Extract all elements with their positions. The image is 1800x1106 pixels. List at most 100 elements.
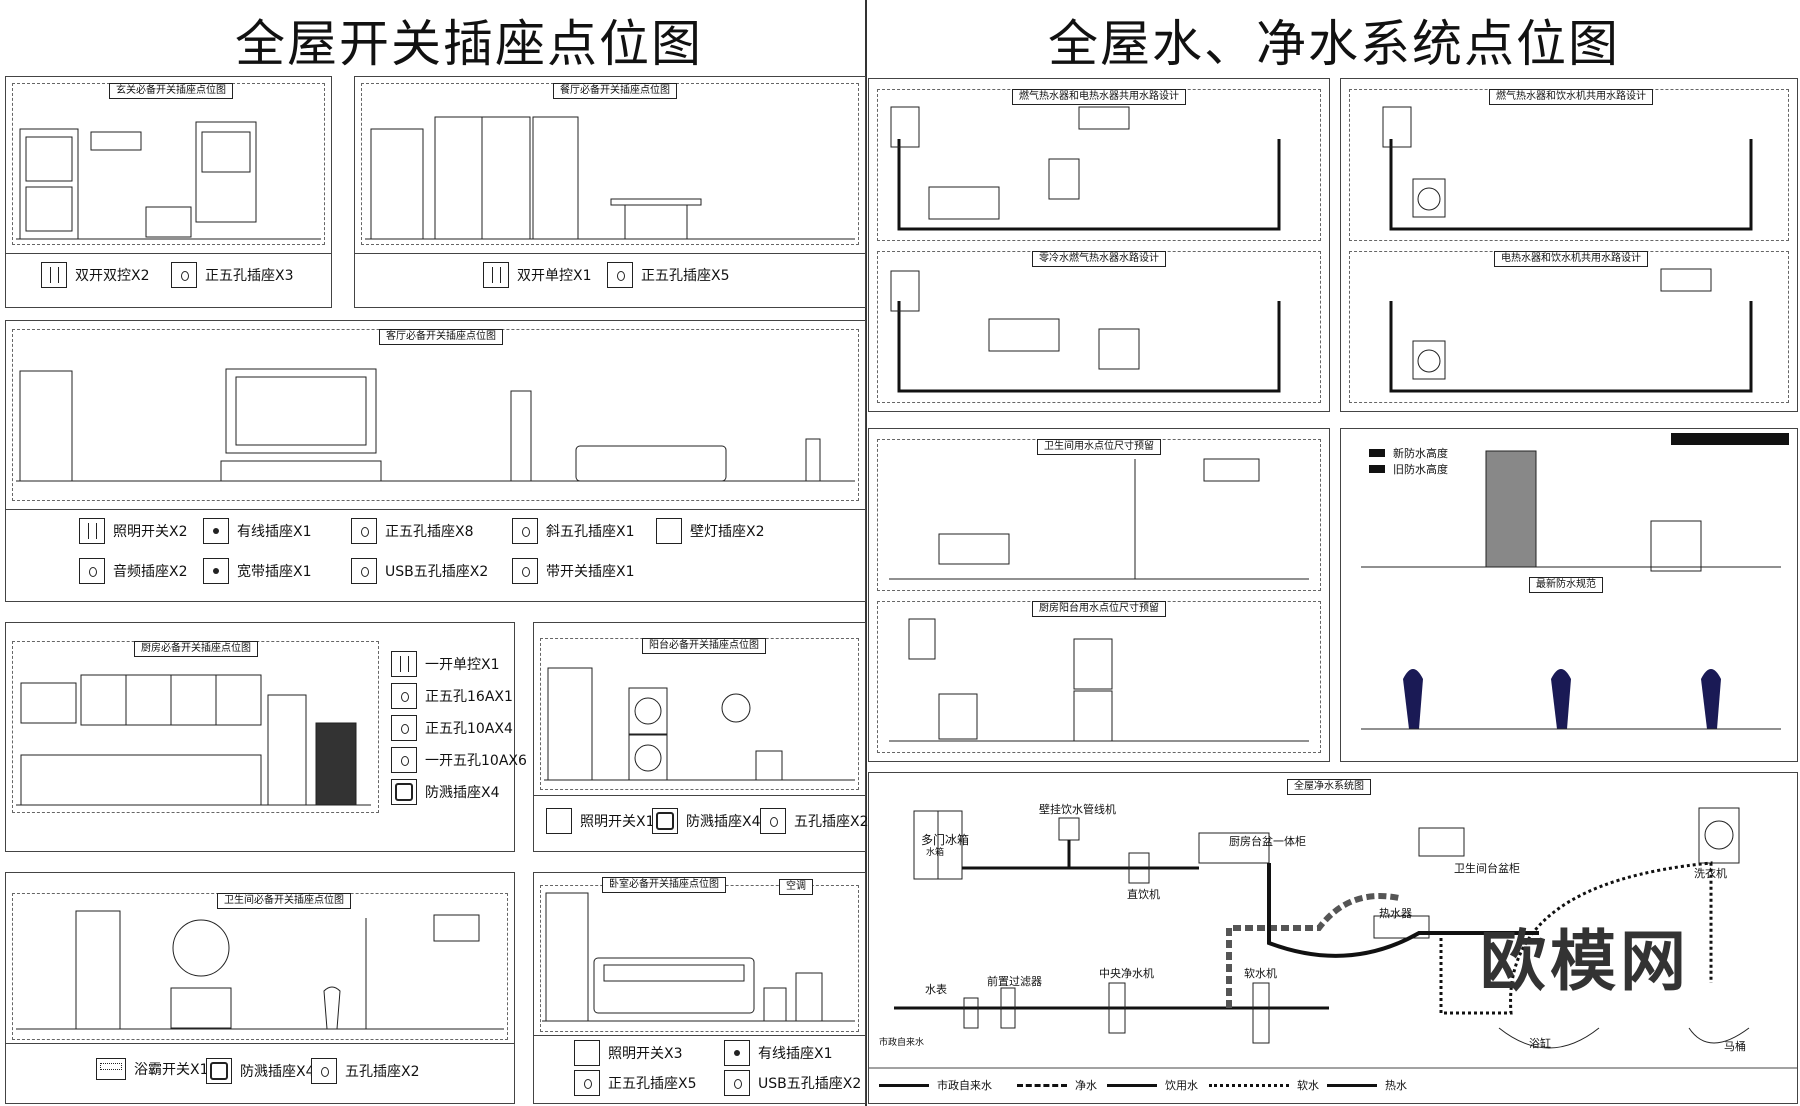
balcony-tag: 阳台必备开关插座点位图 xyxy=(642,638,766,654)
solid-line-icon xyxy=(1327,1083,1377,1087)
w7-tag: 最新防水规范 xyxy=(1529,577,1603,593)
dotted-line-icon xyxy=(1209,1083,1289,1087)
label-direct-drinking: 直饮机 xyxy=(1127,888,1160,901)
entry-elevation xyxy=(16,121,321,240)
w1-tag: 燃气热水器和电热水器共用水路设计 xyxy=(1012,89,1186,105)
label-bathroom-basin: 卫生间台盆柜 xyxy=(1454,862,1520,875)
legend-label: 壁灯插座X2 xyxy=(690,524,765,540)
legend-label: 正五孔10AX4 xyxy=(425,721,513,737)
label-toilet: 马桶 xyxy=(1724,1040,1746,1053)
switch-icon xyxy=(574,1040,600,1066)
legend-label: 五孔插座X2 xyxy=(794,814,869,830)
purification-diagram xyxy=(869,807,1797,1069)
socket-icon xyxy=(311,1058,337,1084)
panel-dining: 餐厅必备开关插座点位图 双开单控X1 正五孔插座X5 xyxy=(354,76,866,308)
left-title: 全屋开关插座点位图 xyxy=(235,15,703,73)
panel-water-top-left: 燃气热水器和电热水器共用水路设计 零冷水燃气热水器水路设计 xyxy=(868,78,1330,412)
legend-label: 照明开关X3 xyxy=(608,1046,683,1062)
label-bathtub: 浴缸 xyxy=(1529,1037,1551,1050)
switch-socket-icon xyxy=(391,747,417,773)
angled-socket-icon xyxy=(512,518,538,544)
legend-hot: 热水 xyxy=(1327,1077,1407,1093)
legend-pure: 净水 xyxy=(1017,1077,1097,1093)
label-central-purifier: 中央净水机 xyxy=(1099,967,1154,980)
bedroom-legend-item: 照明开关X3 xyxy=(574,1040,683,1066)
panel-waterproof: 新防水高度 旧防水高度 最新防水规范 xyxy=(1340,428,1798,762)
w2-w4-diagram xyxy=(1382,106,1753,393)
living-legend-item: 带开关插座X1 xyxy=(512,558,635,584)
bedroom-elevation xyxy=(542,892,855,1022)
socket-icon xyxy=(760,808,786,834)
legend-label: 有线插座X1 xyxy=(758,1046,833,1062)
dining-elevation xyxy=(365,116,855,240)
switch-socket-icon xyxy=(512,558,538,584)
dining-legend: 双开单控X1 正五孔插座X5 xyxy=(355,253,865,288)
socket-icon xyxy=(574,1070,600,1096)
dining-legend-item: 双开单控X1 xyxy=(483,262,592,288)
panel-water-top-right: 燃气热水器和饮水机共用水路设计 电热水器和饮水机共用水路设计 xyxy=(1340,78,1798,412)
panel-entry: 玄关必备开关插座点位图 双开双控X2 正五孔插座X3 xyxy=(5,76,332,308)
kitchen-elevation xyxy=(16,674,371,806)
legend-label: 音频插座X2 xyxy=(113,564,188,580)
living-legend-item: 正五孔插座X8 xyxy=(351,518,474,544)
panel-kitchen: 厨房必备开关插座点位图 一开单控X1 正五孔16AX1 正五孔10AX4 一开五… xyxy=(5,622,527,852)
legend-label: 斜五孔插座X1 xyxy=(546,524,635,540)
label-softener: 软水机 xyxy=(1244,967,1277,980)
label-wall-dispenser: 壁挂饮水管线机 xyxy=(1039,803,1116,816)
panel-balcony: 阳台必备开关插座点位图 照明开关X1 防溅插座X4 五孔插座X2 xyxy=(533,622,869,852)
old-waterproof-legend: 旧防水高度 xyxy=(1369,461,1448,477)
w1-w3-diagram xyxy=(890,106,1281,393)
waterproof-diagram xyxy=(1361,433,1789,730)
living-legend-item: USB五孔插座X2 xyxy=(351,558,488,584)
legend-label: 热水 xyxy=(1385,1079,1407,1092)
legend-drinking: 饮用水 xyxy=(1107,1077,1198,1093)
balcony-legend-item: 照明开关X1 xyxy=(546,808,655,834)
switch-icon xyxy=(546,808,572,834)
bathroom-legend: 浴霸开关X1 防溅插座X4 五孔插座X2 xyxy=(6,1043,514,1084)
legend-label: 正五孔插座X5 xyxy=(608,1076,697,1092)
legend-label: 有线插座X1 xyxy=(237,524,312,540)
dashed-line-icon xyxy=(1017,1083,1067,1087)
bedroom-legend-item: USB五孔插座X2 xyxy=(724,1070,861,1096)
legend-label: 正五孔16AX1 xyxy=(425,689,513,705)
living-legend-item: 壁灯插座X2 xyxy=(656,518,765,544)
audio-socket-icon xyxy=(79,558,105,584)
living-legend-item: 宽带插座X1 xyxy=(203,558,312,584)
legend-label: 正五孔插座X8 xyxy=(385,524,474,540)
legend-label: 防溅插座X4 xyxy=(240,1064,315,1080)
legend-soft: 软水 xyxy=(1209,1077,1319,1093)
wall-lamp-socket-icon xyxy=(656,518,682,544)
entry-legend: 双开双控X2 正五孔插座X3 xyxy=(6,253,331,288)
bathroom-legend-item: 五孔插座X2 xyxy=(311,1058,420,1084)
kitchen-legend-item: 正五孔16AX1 xyxy=(391,683,513,709)
legend-label: 浴霸开关X1 xyxy=(134,1062,209,1078)
legend-municipal: 市政自来水 xyxy=(879,1077,992,1093)
kitchen-legend-item: 正五孔10AX4 xyxy=(391,715,513,741)
bathroom-elevation xyxy=(16,910,504,1030)
label-washer: 洗衣机 xyxy=(1694,867,1727,880)
usb-socket-icon xyxy=(351,558,377,584)
living-legend: 照明开关X2 有线插座X1 正五孔插座X8 斜五孔插座X1 壁灯插座X2 音频插… xyxy=(6,509,865,584)
socket-icon xyxy=(171,262,197,288)
kitchen-legend-item: 一开五孔10AX6 xyxy=(391,747,527,773)
cable-socket-icon xyxy=(724,1040,750,1066)
label-water-meter: 水表 xyxy=(925,983,947,996)
switch-icon xyxy=(79,518,105,544)
legend-label: 防溅插座X4 xyxy=(425,785,500,801)
broadband-socket-icon xyxy=(203,558,229,584)
double-switch-icon xyxy=(483,262,509,288)
splash-socket-icon xyxy=(652,808,678,834)
entry-tag: 玄关必备开关插座点位图 xyxy=(109,83,233,99)
panel-bedroom: 卧室必备开关插座点位图 空调 照明开关X3 有线插座X1 正五孔插座X5 USB… xyxy=(533,872,866,1104)
double-switch-icon xyxy=(41,262,67,288)
balcony-legend-item: 防溅插座X4 xyxy=(652,808,761,834)
panel-bathroom: 卫生间必备开关插座点位图 浴霸开关X1 防溅插座X4 五孔插座X2 xyxy=(5,872,515,1104)
legend-label: 防溅插座X4 xyxy=(686,814,761,830)
kitchen-tag: 厨房必备开关插座点位图 xyxy=(134,641,258,657)
label-water-tank: 水箱 xyxy=(926,848,945,858)
legend-label: 宽带插座X1 xyxy=(237,564,312,580)
w5-w6-diagram xyxy=(889,458,1309,742)
label-fridge: 多门冰箱 xyxy=(921,833,970,847)
bedroom-legend-item: 正五孔插座X5 xyxy=(574,1070,697,1096)
bedroom-legend-item: 有线插座X1 xyxy=(724,1040,833,1066)
